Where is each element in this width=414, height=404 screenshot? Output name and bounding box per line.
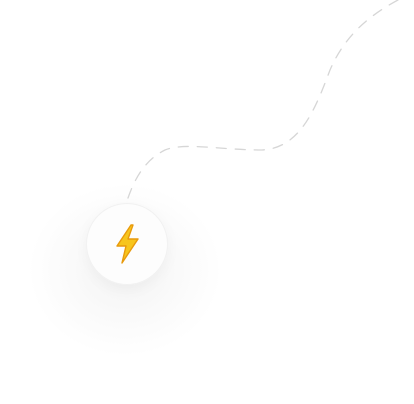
lightning-badge [86, 203, 168, 285]
lightning-bolt-icon [116, 224, 139, 264]
dashed-trail-line [127, 0, 399, 199]
lightning-bolt-shape [116, 224, 139, 264]
